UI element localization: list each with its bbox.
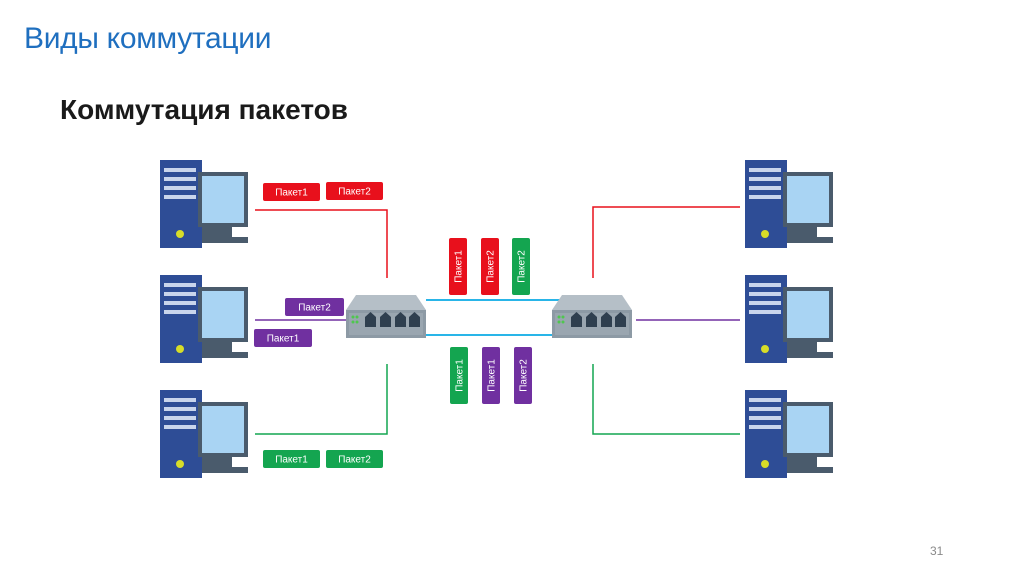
packet-label: Пакет2 xyxy=(519,359,530,392)
computer-left-3-icon xyxy=(160,390,248,478)
packet-label: Пакет2 xyxy=(517,250,528,283)
packet-label: Пакет1 xyxy=(275,188,308,199)
switch-left-icon xyxy=(346,295,426,338)
packet-green-1: Пакет1 xyxy=(263,450,320,468)
link-red-left xyxy=(255,209,388,278)
computer-left-1-icon xyxy=(160,160,248,248)
switch-right-icon xyxy=(552,295,632,338)
packet-green-2: Пакет2 xyxy=(326,450,383,468)
trunk-packet-top-1: Пакет1 xyxy=(449,238,467,295)
trunk-packet-bottom-3: Пакет2 xyxy=(514,347,532,404)
packet-label: Пакет1 xyxy=(267,334,300,345)
link-red-right xyxy=(592,206,740,278)
computer-right-1-icon xyxy=(745,160,833,248)
packet-purple-2: Пакет2 xyxy=(285,298,344,316)
packet-purple-1: Пакет1 xyxy=(254,329,312,347)
computer-right-2-icon xyxy=(745,275,833,363)
packet-label: Пакет2 xyxy=(486,250,497,283)
trunk-packet-bottom-1: Пакет1 xyxy=(450,347,468,404)
packet-label: Пакет1 xyxy=(487,359,498,392)
trunk-packet-top-3: Пакет2 xyxy=(512,238,530,295)
link-green-right xyxy=(592,364,740,435)
packet-label: Пакет1 xyxy=(275,455,308,466)
packet-label: Пакет1 xyxy=(454,250,465,283)
trunk-packet-top-2: Пакет2 xyxy=(481,238,499,295)
slide-subtitle: Коммутация пакетов xyxy=(60,94,348,125)
computer-right-3-icon xyxy=(745,390,833,478)
trunk-packet-bottom-2: Пакет1 xyxy=(482,347,500,404)
packet-label: Пакет1 xyxy=(455,359,466,392)
connection-lines xyxy=(255,206,740,435)
packet-red-2: Пакет2 xyxy=(326,182,383,200)
packet-label: Пакет2 xyxy=(338,187,371,198)
packet-label: Пакет2 xyxy=(298,303,331,314)
page-number: 31 xyxy=(930,544,944,558)
slide-title: Виды коммутации xyxy=(24,22,272,55)
packet-red-1: Пакет1 xyxy=(263,183,320,201)
computer-left-2-icon xyxy=(160,275,248,363)
packet-label: Пакет2 xyxy=(338,455,371,466)
link-green-left xyxy=(255,364,388,435)
